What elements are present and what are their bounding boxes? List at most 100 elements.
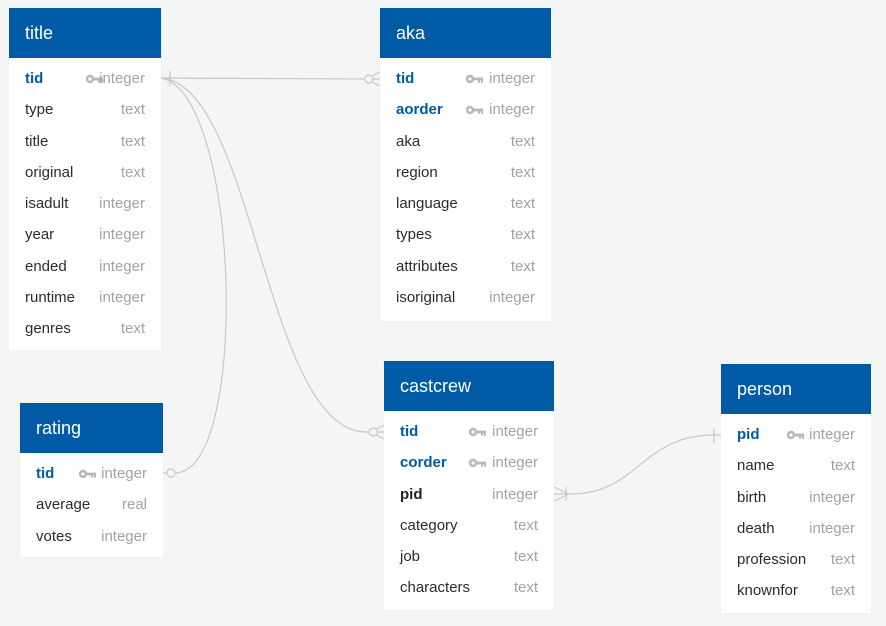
column-type: text [830, 551, 855, 569]
column-type: text [513, 516, 538, 534]
column-name: birth [737, 488, 767, 506]
column-name: isoriginal [396, 289, 456, 307]
column-row[interactable]: tid integer [384, 416, 554, 447]
column-name: year [25, 226, 55, 244]
column-type: integer [492, 423, 538, 440]
primary-key-icon [468, 447, 487, 478]
column-name: language [396, 195, 458, 213]
column-name: pid [737, 426, 760, 443]
column-name: original [25, 163, 74, 181]
column-type: real [121, 496, 147, 514]
column-type: integer [99, 289, 145, 307]
column-row[interactable]: job text [384, 541, 554, 572]
table-header[interactable]: person [721, 364, 871, 414]
column-type: text [510, 163, 535, 181]
column-row[interactable]: isoriginal integer [380, 282, 551, 313]
column-type: text [510, 195, 535, 213]
column-name: job [400, 548, 421, 566]
column-row[interactable]: language text [380, 188, 551, 219]
column-type: integer [101, 527, 147, 545]
column-name: knownfor [737, 582, 798, 600]
column-row[interactable]: tid integer [9, 63, 161, 94]
column-row[interactable]: aka text [380, 126, 551, 157]
column-name: runtime [25, 289, 76, 307]
column-name: aka [396, 132, 421, 150]
table-header[interactable]: title [9, 8, 161, 58]
column-type: text [830, 457, 855, 475]
column-type: text [120, 101, 145, 119]
column-name: tid [400, 423, 419, 440]
column-row[interactable]: average real [20, 489, 163, 520]
column-name: type [25, 101, 54, 119]
column-row[interactable]: genres text [9, 313, 161, 344]
column-row[interactable]: region text [380, 157, 551, 188]
column-row[interactable]: birth integer [721, 482, 871, 513]
column-name: tid [36, 465, 55, 482]
column-type: text [513, 579, 538, 597]
column-type: integer [809, 488, 855, 506]
column-row[interactable]: pid integer [721, 419, 871, 450]
column-row[interactable]: original text [9, 157, 161, 188]
column-name: region [396, 163, 438, 181]
column-name: profession [737, 551, 807, 569]
column-type: integer [489, 101, 535, 119]
table-header[interactable]: aka [380, 8, 551, 58]
column-name: corder [400, 454, 447, 472]
primary-key-icon [786, 419, 805, 450]
column-type: integer [489, 289, 535, 307]
column-name: characters [400, 579, 471, 597]
column-type: text [830, 582, 855, 600]
column-name: average [36, 496, 91, 514]
column-name: tid [25, 70, 44, 87]
column-type: integer [99, 70, 145, 87]
column-row[interactable]: attributes text [380, 251, 551, 282]
column-type: integer [492, 454, 538, 472]
primary-key-icon [85, 63, 104, 94]
column-name: ended [25, 257, 67, 275]
primary-key-icon [465, 63, 484, 94]
column-type: text [120, 320, 145, 338]
relation-title-aka [160, 71, 381, 87]
primary-key-icon [468, 416, 487, 447]
column-name: attributes [396, 257, 458, 275]
relation-person-castcrew [553, 428, 722, 502]
column-row[interactable]: aorder integer [380, 94, 551, 125]
primary-key-icon [465, 94, 484, 125]
column-name: aorder [396, 101, 443, 119]
column-row[interactable]: runtime integer [9, 282, 161, 313]
column-row[interactable]: corder integer [384, 447, 554, 478]
column-type: text [510, 257, 535, 275]
column-row[interactable]: type text [9, 94, 161, 125]
column-type: text [120, 132, 145, 150]
table-header[interactable]: rating [20, 403, 163, 453]
column-row[interactable]: characters text [384, 572, 554, 603]
column-type: text [513, 548, 538, 566]
column-row[interactable]: profession text [721, 544, 871, 575]
column-name: genres [25, 320, 71, 338]
column-type: integer [809, 426, 855, 443]
table-header[interactable]: castcrew [384, 361, 554, 411]
column-row[interactable]: knownfor text [721, 575, 871, 606]
column-type: text [120, 163, 145, 181]
column-type: text [510, 132, 535, 150]
